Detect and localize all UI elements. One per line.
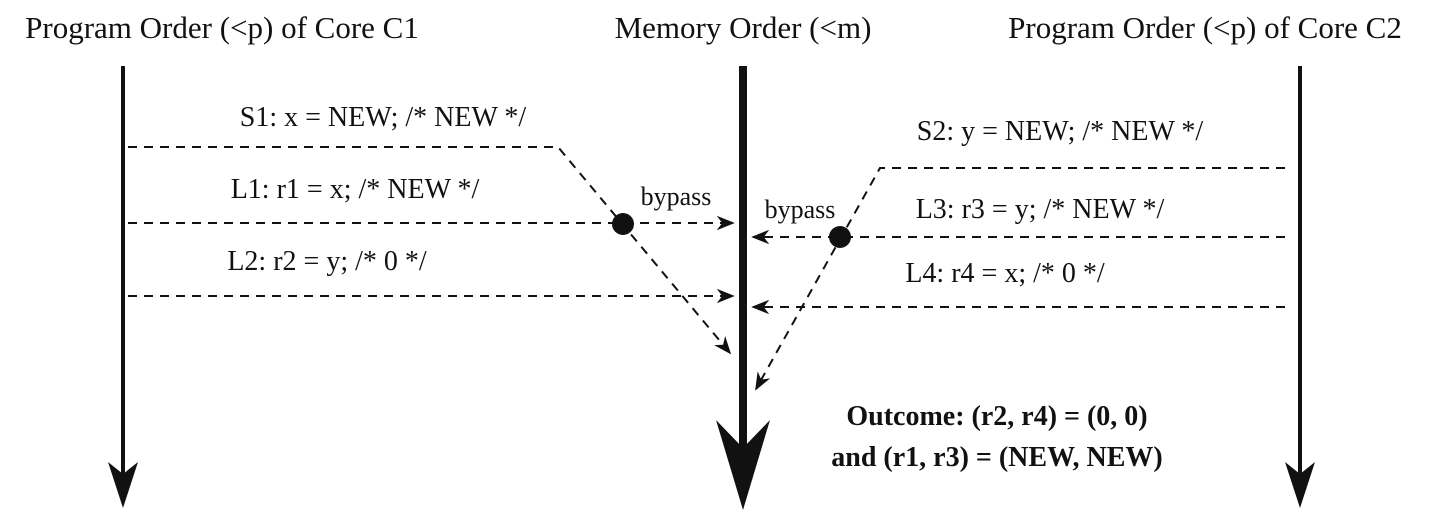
memory-order-header: Memory Order (<m) [615,10,872,45]
bypass-label-right: bypass [765,195,836,224]
core1-timeline [108,66,138,508]
l4-label: L4: r4 = x; /* 0 */ [905,258,1105,289]
bypass-dot-right [829,226,851,248]
core2-timeline [1285,66,1315,508]
memory-timeline [716,66,770,510]
core2-header: Program Order (<p) of Core C2 [1008,10,1402,45]
memory-arrowhead [716,420,770,510]
outcome-line-1: Outcome: (r2, r4) = (0, 0) [846,401,1147,432]
core1-header: Program Order (<p) of Core C1 [25,10,419,45]
bypass-label-left: bypass [641,182,712,211]
l1-label: L1: r1 = x; /* NEW */ [231,174,480,205]
outcome-line-2: and (r1, r3) = (NEW, NEW) [831,442,1162,473]
s2-label: S2: y = NEW; /* NEW */ [917,116,1204,147]
l2-label: L2: r2 = y; /* 0 */ [227,246,427,277]
bypass-dot-left [612,213,634,235]
l3-label: L3: r3 = y; /* NEW */ [916,194,1165,225]
s1-label: S1: x = NEW; /* NEW */ [240,102,527,133]
core2-arrowhead [1285,462,1315,508]
s2-store-path [755,167,1285,391]
s1-store-path [128,146,732,355]
core1-arrowhead [108,462,138,508]
